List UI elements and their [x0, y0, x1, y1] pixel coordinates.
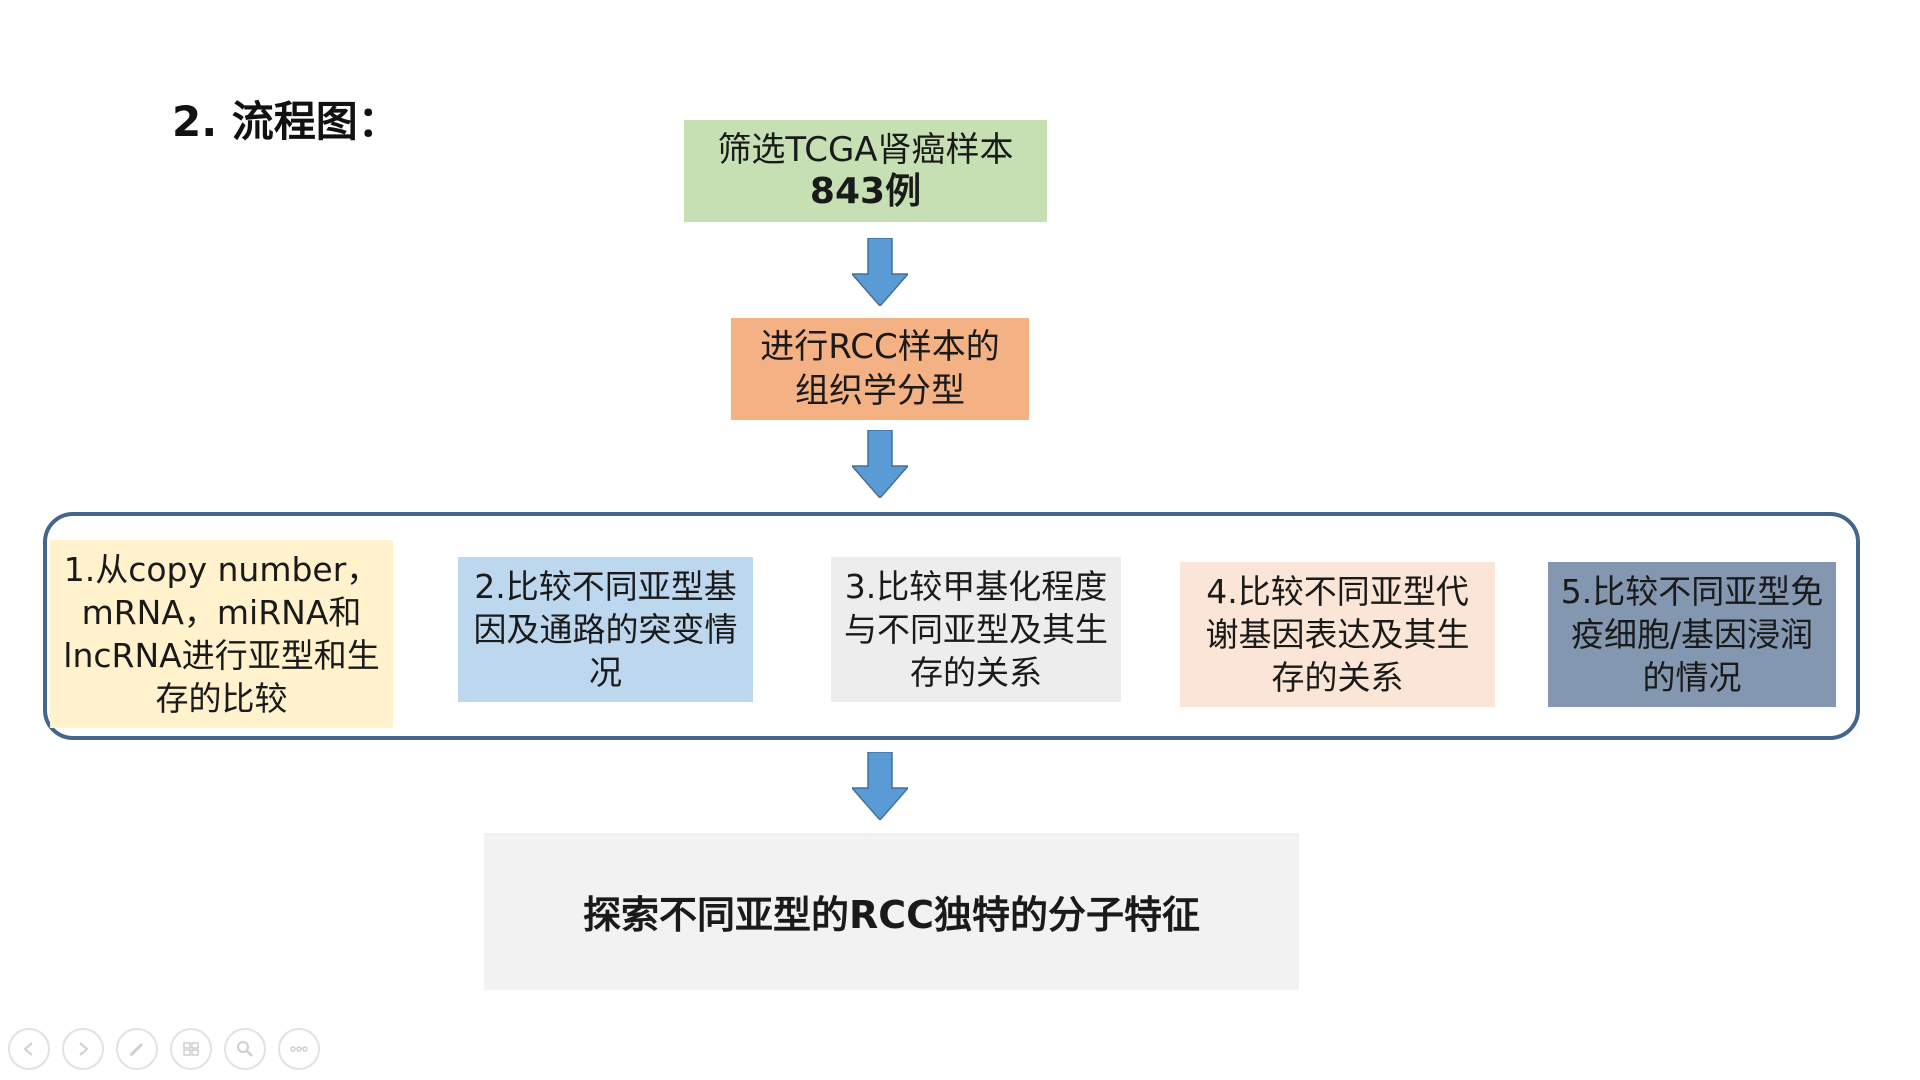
start-box-line1: 筛选TCGA肾癌样本 — [717, 130, 1014, 170]
histology-box-line2: 组织学分型 — [795, 371, 965, 411]
start-box: 筛选TCGA肾癌样本 843例 — [684, 120, 1047, 222]
presentation-toolbar — [8, 1028, 320, 1070]
analysis-box-2: 2.比较不同亚型基因及通路的突变情况 — [458, 557, 753, 702]
zoom-icon — [237, 1041, 253, 1057]
analysis-box-5: 5.比较不同亚型免疫细胞/基因浸润的情况 — [1548, 562, 1836, 707]
analysis-box-3: 3.比较甲基化程度与不同亚型及其生存的关系 — [831, 557, 1121, 702]
slides-icon — [183, 1042, 199, 1056]
analysis-box-1: 1.从copy number，mRNA，miRNA和lncRNA进行亚型和生存的… — [50, 540, 393, 728]
zoom-button[interactable] — [224, 1028, 266, 1070]
analysis-group-frame — [43, 512, 1860, 740]
histology-box: 进行RCC样本的 组织学分型 — [731, 318, 1029, 420]
pen-button[interactable] — [116, 1028, 158, 1070]
next-icon — [79, 1042, 89, 1056]
more-button[interactable] — [278, 1028, 320, 1070]
result-box: 探索不同亚型的RCC独特的分子特征 — [484, 833, 1299, 990]
previous-button[interactable] — [8, 1028, 50, 1070]
more-icon — [290, 1046, 308, 1052]
previous-icon — [23, 1042, 33, 1056]
slide-title: 2. 流程图： — [172, 97, 400, 146]
sample-count: 843例 — [809, 171, 922, 212]
down-arrow-icon — [852, 430, 908, 498]
down-arrow-icon — [852, 752, 908, 820]
pen-icon — [129, 1042, 144, 1057]
slides-button[interactable] — [170, 1028, 212, 1070]
analysis-box-4: 4.比较不同亚型代谢基因表达及其生存的关系 — [1180, 562, 1495, 707]
down-arrow-icon — [852, 238, 908, 306]
next-button[interactable] — [62, 1028, 104, 1070]
histology-box-line1: 进行RCC样本的 — [760, 327, 1000, 367]
